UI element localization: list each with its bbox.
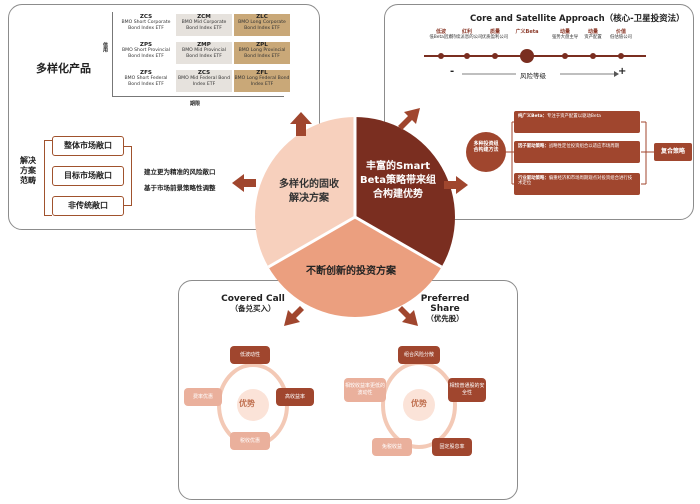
core-satellite-title: Core and Satellite Approach（核心-卫星投资法） xyxy=(470,14,685,24)
advantage-pill: 税收优惠 xyxy=(230,432,270,450)
scale-label: 广义Beta xyxy=(515,29,539,35)
preferred-share-title: Preferred Share（优先股） xyxy=(420,294,470,323)
covered-call-title: Covered Call（备兑买入） xyxy=(221,294,285,313)
strategy-box: 因子驱动策略：战略性定位投资组合以适应市场周期 xyxy=(514,141,640,163)
arrow-left xyxy=(232,174,256,192)
risk-scale-bar xyxy=(424,49,646,63)
arrow-top-left xyxy=(290,112,312,136)
advantage-pill: 费率优惠 xyxy=(184,388,222,406)
risk-plus: + xyxy=(618,66,627,77)
grid-x-axis-label: 期限 xyxy=(190,101,201,107)
solution-scope-label: 解决方案范畴 xyxy=(20,156,36,185)
exposure-box: 整体市场敞口 xyxy=(52,136,124,156)
scale-label: 低波低Beta因素 xyxy=(429,29,453,41)
scale-label: 质量优质盈利公司 xyxy=(481,29,509,41)
composite-strategy-box: 复合策略 xyxy=(654,143,692,161)
advantage-pill: 组合风险分散 xyxy=(398,346,440,364)
advantage-pill: 低波动性 xyxy=(230,346,270,364)
diversified-products-title: 多样化产品 xyxy=(36,62,91,75)
center-left-label: 多样化的固收解决方案 xyxy=(279,179,339,204)
risk-level-label: 风险等级 xyxy=(520,72,546,80)
note-line: 基于市场前景策略性调整 xyxy=(144,184,216,192)
arrow-bottom-right xyxy=(398,306,418,326)
note-line: 建立更为精准的风险敞口 xyxy=(144,168,216,176)
preferred-share-center: 优势 xyxy=(411,399,427,408)
grid-y-axis xyxy=(112,12,113,96)
covered-call-center: 优势 xyxy=(239,399,255,408)
exposure-box: 目标市场敞口 xyxy=(52,166,124,186)
advantage-pill: 相较普通股的安全性 xyxy=(448,378,486,402)
risk-arrow xyxy=(462,71,619,77)
strategy-box: 纯广义Beta：专注于资产配置以驱动Beta xyxy=(514,111,640,133)
exposure-box: 非传统敞口 xyxy=(52,196,124,216)
construction-methods-circle: 多种投资组合构建方法 xyxy=(466,132,506,172)
scope-bracket xyxy=(44,140,52,216)
scale-label: 红利持续派息的公司 xyxy=(451,29,483,41)
center-circle xyxy=(255,117,455,317)
exposure-bracket xyxy=(124,146,132,206)
arrow-top-right xyxy=(398,108,420,130)
scale-label: 动量资产配置 xyxy=(584,29,602,41)
advantage-pill: 高收益率 xyxy=(276,388,314,406)
strategy-connectors xyxy=(506,121,654,185)
center-bottom-label: 不断创新的投资方案 xyxy=(306,266,396,277)
strategy-box: 行业驱动策略：偏重经济和市场周期观点对投资组合进行技术定位 xyxy=(514,173,640,195)
arrow-right xyxy=(444,176,468,194)
center-right-label: 丰富的Smart Beta策略带来组合构建优势 xyxy=(360,161,436,200)
scale-label: 动量强势大盘主导 xyxy=(551,29,579,41)
grid-x-axis xyxy=(112,96,284,97)
advantage-pill: 相较收益率更低的波动性 xyxy=(344,378,386,402)
advantage-pill: 固定股息率 xyxy=(432,438,472,456)
advantage-pill: 免税收益 xyxy=(372,438,412,456)
grid-y-axis-label: 信用 xyxy=(102,42,108,52)
scale-label: 价值低估值公司 xyxy=(610,29,632,41)
risk-minus: - xyxy=(450,66,455,77)
arrow-bottom-left xyxy=(284,306,304,326)
